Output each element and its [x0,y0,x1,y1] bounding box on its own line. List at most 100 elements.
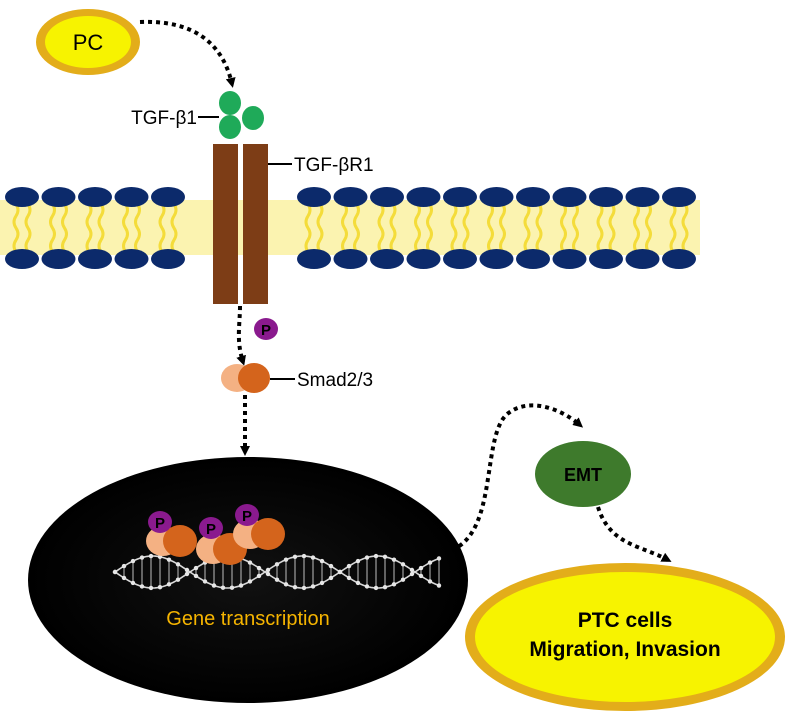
lipid-tail [377,203,385,253]
lipid-tail [134,203,141,253]
dna-node [202,579,208,584]
nucleus [28,457,468,703]
dna-node [274,562,280,567]
dna-node [382,585,388,590]
dna-node [166,557,172,562]
dna-node [436,583,442,588]
phospho-badge: P [254,318,278,340]
svg-text:P: P [261,322,271,339]
dna-node [175,577,181,582]
dna-node [229,585,235,590]
lipid-tail [681,203,689,253]
lipid-head [297,187,331,207]
lipid-tail [572,203,579,253]
lipid-head [151,187,185,207]
lipid-head [516,187,550,207]
lipid-head [589,249,623,269]
dna-node [301,553,307,559]
lipid-tail [633,203,640,253]
dna-node [193,565,199,571]
lipid-tail [389,203,397,253]
dna-node [427,579,433,584]
lipid-head [552,249,587,269]
ptc-label-line1: PTC cells [578,609,673,632]
dna-node [391,582,397,587]
dna-node [148,553,154,559]
dna-node [121,563,127,569]
lipid-head [625,187,660,207]
membrane-tail-band [0,200,700,255]
dna-node [130,580,136,586]
svg-text:P: P [155,515,165,532]
tgf-b1-ligand [219,91,264,139]
dna-node [373,585,379,591]
emt-node: EMT [535,441,631,507]
dna-node [328,563,334,569]
lipid-head [78,187,112,207]
lipid-head [406,187,441,207]
lipid-head [41,249,76,269]
pc-label: PC [73,30,104,55]
dna-node [427,560,433,565]
dna-node [346,575,352,581]
arrow-nucleus-to-emt [451,403,584,552]
lipid-head [662,249,696,269]
svg-text:P: P [242,508,252,525]
lipid-tail [608,203,616,253]
pc-node: PC [36,9,140,75]
lipid-head [443,249,477,269]
smad-complex [221,363,270,393]
lipid-tail [499,203,506,253]
dna-node [184,567,190,573]
dna-node [193,573,199,579]
lipid-head [41,187,76,207]
dna-node [121,575,127,581]
dna-node [310,555,316,560]
psmad-complexes: P P P [146,504,285,565]
lipid-tail [24,203,32,253]
lipid-tail [341,203,348,253]
lipid-tail [158,203,166,253]
lipid-head [333,249,368,269]
dna-node [220,585,226,590]
ptc-label-line2: Migration, Invasion [529,638,720,661]
svg-text:P: P [206,521,216,538]
psmad-3: P [233,504,285,550]
dna-helix [112,553,442,591]
dna-node [283,582,289,587]
lipid-head [662,187,696,207]
lipid-tail [462,203,470,253]
lipid-tail [122,203,129,253]
lipid-tail [426,203,433,253]
dna-node [409,567,415,573]
dna-node [175,562,181,567]
tgf-br1-receptor [213,144,268,304]
lipid-tail [414,203,421,253]
lipid-head [333,187,368,207]
arrow-receptor-to-smad [236,305,246,366]
dna-node [418,573,424,579]
dna-node [337,569,343,575]
lipid-tail [61,203,68,253]
lipid-head [5,249,39,269]
lipid-head [625,249,660,269]
lipid-tail [596,203,604,253]
lipid-head [406,249,441,269]
dna-node [400,577,406,582]
dna-node [211,583,217,588]
lipid-head [114,187,149,207]
dna-node [130,558,136,564]
smad-label: Smad2/3 [297,370,373,391]
emt-label: EMT [564,465,602,485]
lipid-head [114,249,149,269]
dna-node [283,557,289,562]
lipid-head [151,249,185,269]
lipid-tail [645,203,652,253]
lipid-tail [170,203,178,253]
tgf-br1-label: TGF-βR1 [294,155,374,176]
lipid-head [370,187,404,207]
dna-node [112,569,118,575]
lipid-head [297,249,331,269]
dna-node [418,565,424,571]
ptc-node: PTC cells Migration, Invasion [465,563,785,711]
